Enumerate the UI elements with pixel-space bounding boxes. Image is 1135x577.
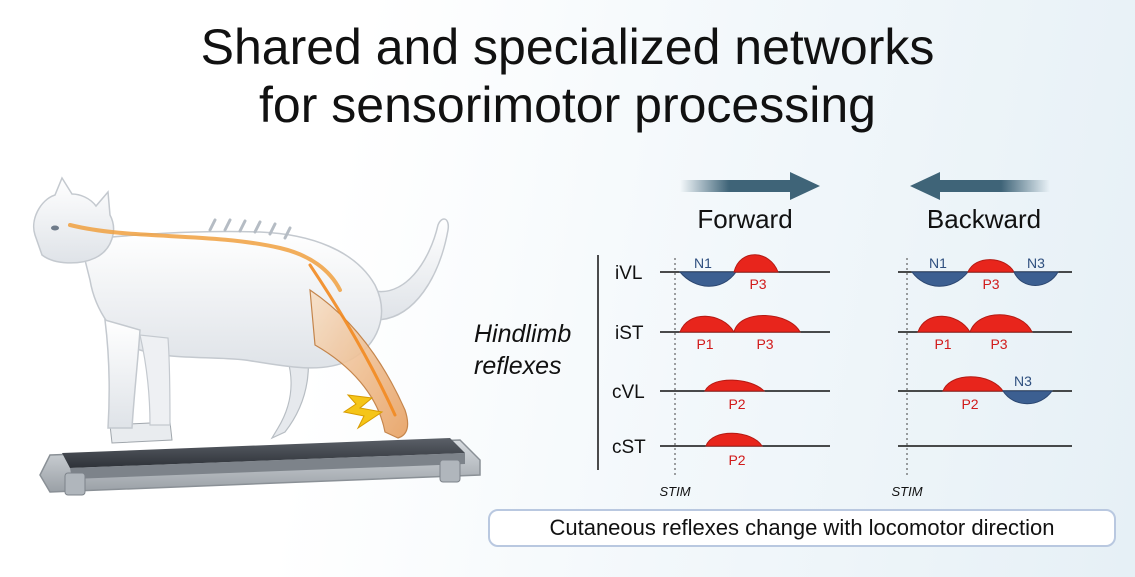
forward-trace-cst: P2 bbox=[660, 432, 830, 468]
title-line-1: Shared and specialized networks bbox=[200, 19, 935, 75]
backward-cvl-n3-label: N3 bbox=[1014, 373, 1032, 389]
cat-treadmill-illustration bbox=[10, 170, 490, 510]
forward-cvl-p2-label: P2 bbox=[728, 396, 745, 412]
backward-cvl-n3-wave bbox=[1002, 390, 1053, 405]
forward-label: Forward bbox=[697, 204, 792, 234]
backward-cvl-p2-label: P2 bbox=[961, 396, 978, 412]
forward-arrow-icon bbox=[680, 172, 820, 200]
spinal-cord bbox=[68, 223, 342, 292]
backward-ist-p1-wave bbox=[917, 315, 971, 333]
sciatic-nerve bbox=[308, 263, 397, 417]
forward-ivl-n1-wave bbox=[678, 271, 737, 287]
cat-head bbox=[33, 176, 115, 264]
title-line-2: for sensorimotor processing bbox=[259, 77, 876, 133]
forward-ivl-p3-wave bbox=[733, 254, 779, 273]
treadmill bbox=[39, 421, 481, 496]
cat-front-leg bbox=[104, 318, 141, 429]
backward-ivl-n3-label: N3 bbox=[1027, 255, 1045, 271]
forward-trace-ist: P1 P3 bbox=[660, 315, 830, 352]
forward-ist-p3-label: P3 bbox=[756, 336, 773, 352]
backward-stim-label: STIM bbox=[891, 484, 922, 499]
side-label-line-2: reflexes bbox=[474, 352, 562, 380]
forward-stim-label: STIM bbox=[659, 484, 690, 499]
muscle-label-ist: iST bbox=[615, 323, 644, 344]
muscle-label-cst: cST bbox=[612, 437, 646, 458]
backward-ivl-n1-wave bbox=[911, 271, 970, 287]
stimulus-bolt-icon bbox=[342, 394, 384, 430]
backward-trace-ist: P1 P3 bbox=[898, 314, 1072, 352]
backward-ist-p1-label: P1 bbox=[934, 336, 951, 352]
forward-ist-p1-label: P1 bbox=[696, 336, 713, 352]
forward-cst-p2-label: P2 bbox=[728, 452, 745, 468]
backward-arrow-icon bbox=[910, 172, 1050, 200]
backward-ivl-n3-wave bbox=[1013, 271, 1059, 286]
backward-ivl-p3-wave bbox=[967, 259, 1015, 273]
forward-ivl-p3-label: P3 bbox=[749, 276, 766, 292]
cat-front-leg-2 bbox=[139, 334, 171, 426]
slide-title: Shared and specialized networks for sens… bbox=[60, 18, 1075, 134]
backward-ist-p3-label: P3 bbox=[990, 336, 1007, 352]
muscle-label-cvl: cVL bbox=[612, 382, 645, 403]
backward-ist-p3-wave bbox=[969, 314, 1033, 333]
backward-ivl-p3-label: P3 bbox=[982, 276, 999, 292]
muscle-label-ivl: iVL bbox=[615, 263, 642, 284]
forward-cvl-p2-wave bbox=[704, 379, 766, 392]
backward-trace-ivl: N1 P3 N3 bbox=[898, 255, 1072, 292]
forward-cst-p2-wave bbox=[705, 432, 763, 447]
cat-eye bbox=[51, 225, 59, 231]
backward-trace-cvl: P2 N3 bbox=[898, 373, 1072, 412]
vertebrae bbox=[208, 218, 292, 240]
forward-trace-cvl: P2 bbox=[660, 379, 830, 412]
backward-cvl-p2-wave bbox=[942, 376, 1004, 392]
backward-ivl-n1-label: N1 bbox=[929, 255, 947, 271]
cat-hind-leg-stim bbox=[309, 288, 409, 439]
forward-ist-p1-wave bbox=[679, 315, 735, 333]
backward-label: Backward bbox=[927, 204, 1041, 234]
forward-trace-ivl: N1 P3 bbox=[660, 254, 830, 292]
side-label-line-1: Hindlimb bbox=[474, 320, 572, 348]
forward-ist-p3-wave bbox=[733, 315, 801, 333]
hindlimb-reflexes-label: Hindlimb reflexes bbox=[474, 318, 571, 382]
caption-box: Cutaneous reflexes change with locomotor… bbox=[488, 509, 1116, 547]
forward-ivl-n1-label: N1 bbox=[694, 255, 712, 271]
cat-illustration-svg bbox=[33, 176, 481, 496]
cat-tail bbox=[369, 218, 450, 321]
